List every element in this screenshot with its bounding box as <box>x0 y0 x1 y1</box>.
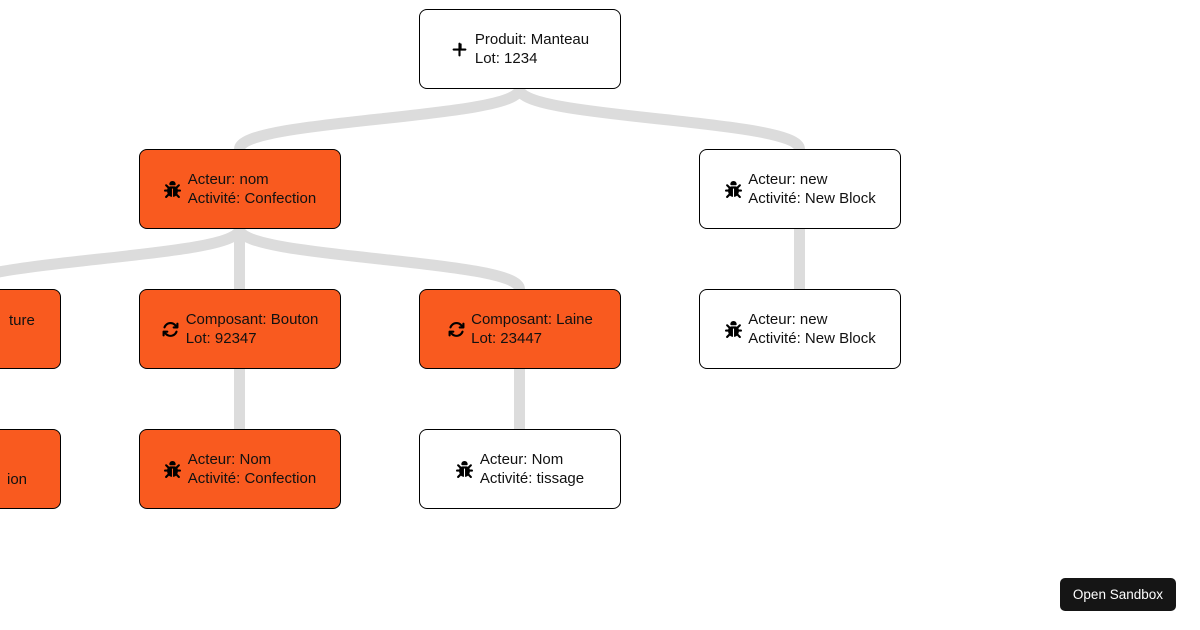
tree-link <box>0 226 245 278</box>
tree-node-clipped-row4[interactable]: ion <box>0 429 61 509</box>
node-line1: Acteur: new <box>748 311 828 328</box>
node-line2: Activité: New Block <box>748 190 876 207</box>
node-line1: Acteur: Nom <box>479 451 564 468</box>
sync-icon <box>447 320 465 338</box>
bug-icon <box>456 460 474 478</box>
node-line2: Activité: Confection <box>187 190 317 207</box>
tree-node-acteur-nom-tissage[interactable]: Acteur: Nom Activité: tissage <box>419 429 621 509</box>
node-line2: Lot: 1234 <box>474 50 538 67</box>
node-line1: Acteur: new <box>748 171 828 188</box>
tree-link <box>234 226 525 292</box>
tree-node-composant-bouton[interactable]: Composant: Bouton Lot: 92347 <box>139 289 341 369</box>
tree-node-acteur-nom-confection[interactable]: Acteur: Nom Activité: Confection <box>139 429 341 509</box>
tree-node-clipped-row3[interactable]: ture <box>0 289 61 369</box>
node-label: Acteur: nom Activité: Confection <box>188 170 316 208</box>
node-line1-fragment: ture <box>9 312 35 329</box>
node-line1: Acteur: Nom <box>187 451 272 468</box>
node-line1: Produit: Manteau <box>474 31 590 48</box>
sync-icon <box>162 320 180 338</box>
tree-node-acteur-new-block-1[interactable]: Acteur: new Activité: New Block <box>699 149 901 229</box>
node-line2: Lot: 92347 <box>185 330 257 347</box>
bug-icon <box>724 180 742 198</box>
bug-icon <box>164 180 182 198</box>
tree-link <box>234 86 525 152</box>
bug-icon <box>724 320 742 338</box>
node-line2: Activité: tissage <box>479 470 585 487</box>
node-line2: Activité: Confection <box>187 470 317 487</box>
node-label: Acteur: new Activité: New Block <box>748 170 876 208</box>
tree-node-produit-manteau[interactable]: Produit: Manteau Lot: 1234 <box>419 9 621 89</box>
node-line1: Composant: Laine <box>471 311 593 328</box>
node-line1: Composant: Bouton <box>185 311 319 328</box>
node-line1: Acteur: nom <box>187 171 269 188</box>
tree-link <box>514 86 805 152</box>
node-label: Acteur: Nom Activité: Confection <box>188 450 316 488</box>
node-line2: Activité: New Block <box>748 330 876 347</box>
tree-node-composant-laine[interactable]: Composant: Laine Lot: 23447 <box>419 289 621 369</box>
node-line2-fragment: ion <box>7 471 28 488</box>
tree-node-acteur-confection[interactable]: Acteur: nom Activité: Confection <box>139 149 341 229</box>
bug-icon <box>164 460 182 478</box>
node-label: Produit: Manteau Lot: 1234 <box>475 30 589 68</box>
node-label: Acteur: Nom Activité: tissage <box>480 450 584 488</box>
tree-node-acteur-new-block-2[interactable]: Acteur: new Activité: New Block <box>699 289 901 369</box>
node-label: Composant: Bouton Lot: 92347 <box>186 310 319 348</box>
plus-icon <box>451 40 469 58</box>
open-sandbox-button[interactable]: Open Sandbox <box>1059 578 1176 611</box>
node-label: Composant: Laine Lot: 23447 <box>471 310 593 348</box>
node-line2: Lot: 23447 <box>471 330 543 347</box>
node-label: Acteur: new Activité: New Block <box>748 310 876 348</box>
